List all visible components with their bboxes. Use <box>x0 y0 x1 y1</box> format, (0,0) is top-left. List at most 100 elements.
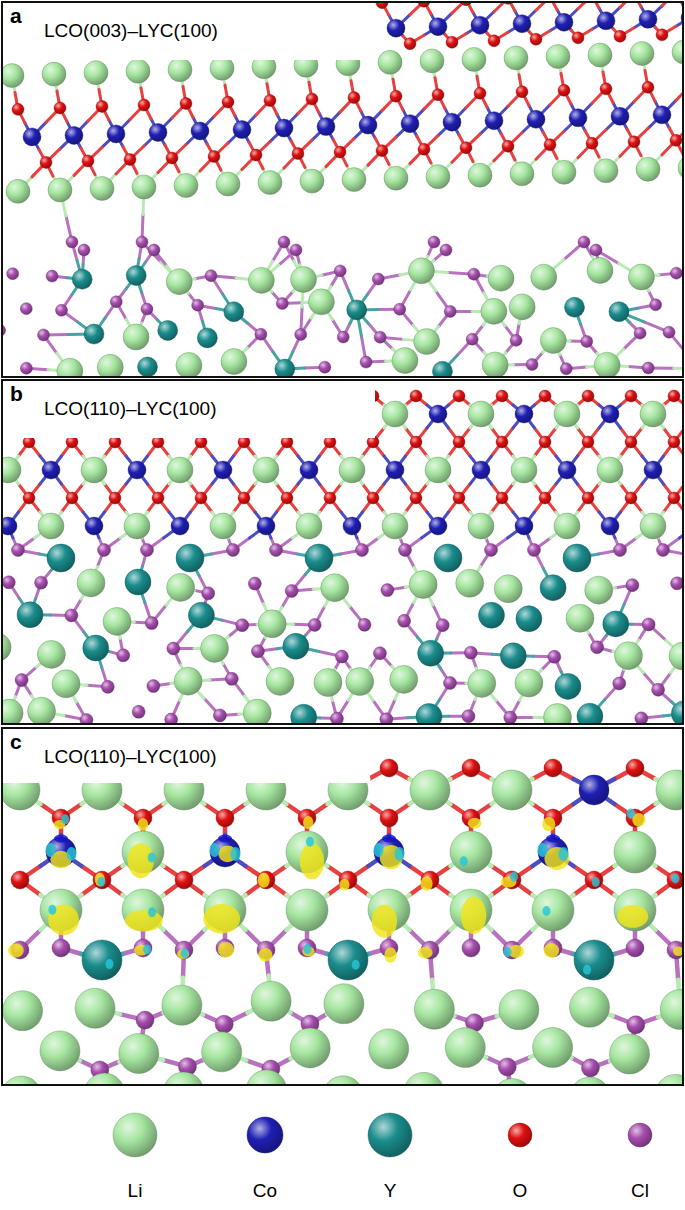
charge-density-isosurface <box>97 877 105 887</box>
atom-sphere <box>346 668 374 696</box>
atom-sphere <box>554 401 580 427</box>
atom-sphere <box>410 390 422 402</box>
atom-sphere <box>652 683 665 696</box>
atom-sphere <box>221 349 247 375</box>
atom-sphere <box>360 356 372 368</box>
charge-density-isosurface <box>559 847 569 861</box>
atom-sphere <box>390 90 402 102</box>
atom-sphere <box>614 831 656 873</box>
atom-sphere <box>2 457 21 483</box>
atom-sphere <box>65 609 78 622</box>
atom-sphere <box>642 81 654 93</box>
atom-sphere <box>317 118 335 136</box>
atom-sphere <box>577 703 603 724</box>
atom-sphere <box>585 871 603 889</box>
atom-sphere <box>544 139 556 151</box>
atom-sphere <box>290 244 302 256</box>
panel-frame <box>2 2 683 377</box>
charge-density-isosurface <box>627 809 635 819</box>
atom-sphere <box>300 461 318 479</box>
atom-sphere <box>671 577 683 590</box>
atom-sphere <box>642 618 655 631</box>
charge-density-isosurface <box>340 879 350 891</box>
atom-sphere <box>420 49 444 73</box>
charge-density-isosurface <box>372 905 397 938</box>
atom-sphere <box>478 602 504 628</box>
atom-sphere <box>257 871 275 889</box>
atom-sphere <box>174 173 198 197</box>
atom-sphere <box>164 1072 204 1085</box>
atom-sphere <box>308 618 321 631</box>
atom-sphere <box>90 176 114 200</box>
atom-sphere <box>167 573 195 601</box>
atom-sphere <box>258 171 282 195</box>
atom-sphere <box>504 711 517 724</box>
atom-sphere <box>613 677 626 690</box>
charge-density-isosurface <box>461 897 486 934</box>
atom-sphere <box>432 361 452 377</box>
atom-sphere <box>471 16 489 34</box>
atom-sphere <box>6 179 30 203</box>
charge-density-isosurface <box>542 906 550 916</box>
atom-sphere <box>436 619 449 632</box>
atom-sphere <box>246 1070 286 1085</box>
atom-sphere <box>57 358 83 377</box>
atom-sphere <box>175 871 193 889</box>
atom-sphere <box>255 328 267 340</box>
charge-density-isosurface <box>300 843 324 879</box>
atom-sphere <box>555 673 581 699</box>
atom-sphere <box>496 390 508 402</box>
atom-sphere <box>290 266 316 292</box>
atom-sphere <box>119 1033 159 1073</box>
atom-sphere <box>374 331 386 343</box>
atom-sphere <box>236 619 249 632</box>
atom-sphere <box>369 1029 409 1069</box>
atom-sphere <box>17 602 43 628</box>
atom-sphere <box>392 348 418 374</box>
atom-sphere <box>488 265 514 291</box>
legend-label: Li <box>128 1180 143 1202</box>
legend-swatch <box>610 1105 670 1165</box>
structure-panel <box>2 380 683 724</box>
atom-sphere <box>462 710 475 723</box>
atom-sphere <box>28 697 56 724</box>
atom-sphere <box>594 352 620 377</box>
atom-sphere <box>630 42 654 66</box>
charge-density-isosurface <box>418 947 433 959</box>
charge-density-isosurface <box>231 847 241 861</box>
atom-sphere <box>98 544 111 557</box>
atom-sphere <box>166 152 178 164</box>
atom-sphere <box>597 457 623 483</box>
atom-sphere <box>544 703 572 724</box>
atom-sphere <box>498 1058 516 1076</box>
atom-sphere <box>626 939 644 957</box>
atom-sphere <box>588 43 612 67</box>
atom-sphere <box>314 669 342 697</box>
atom-sphere <box>544 939 562 957</box>
charge-density-isosurface <box>203 904 240 934</box>
atom-sphere <box>128 461 146 479</box>
atom-sphere <box>625 436 637 448</box>
atom-sphere <box>213 709 226 722</box>
legend-atom <box>368 1113 412 1157</box>
atom-sphere <box>414 329 440 355</box>
atom-sphere <box>531 264 557 290</box>
atom-sphere <box>565 297 585 317</box>
legend-swatch <box>105 1105 165 1165</box>
atom-sphere <box>468 268 480 280</box>
atom-sphere <box>243 699 271 724</box>
atom-sphere <box>625 492 637 504</box>
atom-sphere <box>572 32 584 44</box>
atom-sphere <box>334 146 346 158</box>
atom-sphere <box>539 390 551 402</box>
atom-sphere <box>7 268 19 280</box>
charge-density-isosurface <box>177 949 189 959</box>
atom-sphere <box>445 1028 485 1068</box>
charge-density-isosurface <box>218 942 234 958</box>
atom-sphere <box>591 641 604 654</box>
atom-sphere <box>488 35 500 47</box>
atom-sphere <box>250 149 262 161</box>
label-patch <box>2 380 375 438</box>
atom-sphere <box>600 83 612 95</box>
atom-sphere <box>639 10 657 28</box>
